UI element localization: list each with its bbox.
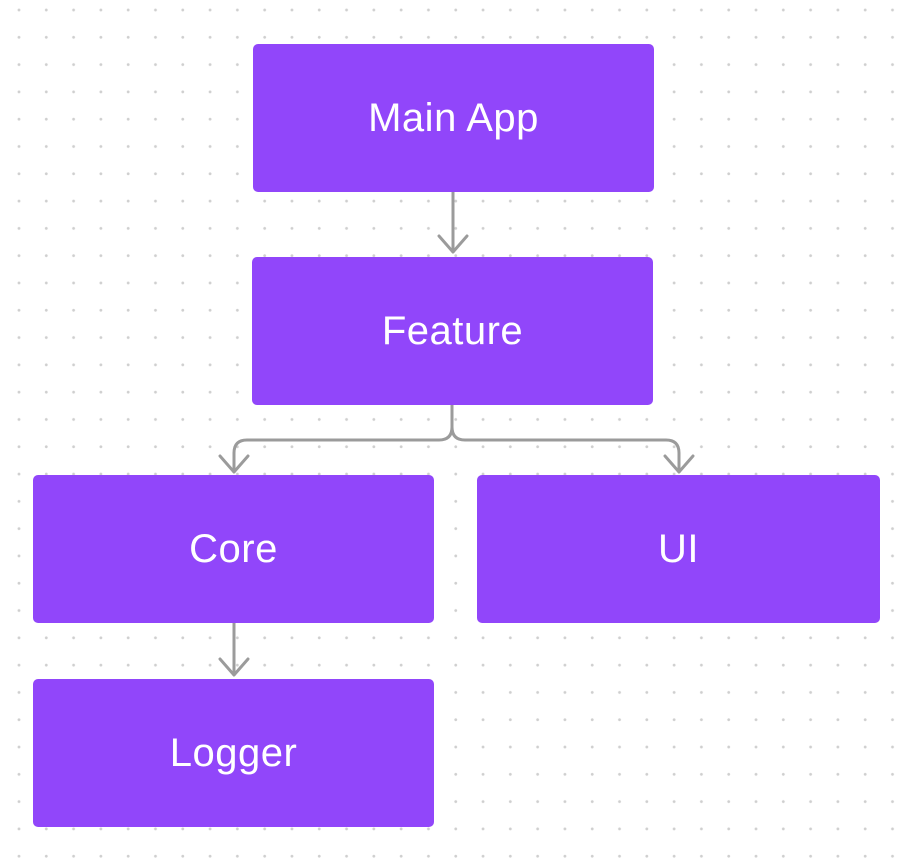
node-label: Main App <box>368 95 539 140</box>
edge-line[interactable] <box>232 403 454 472</box>
arrowhead-down-icon <box>218 657 250 677</box>
edge-main-app-to-feature[interactable] <box>437 190 469 254</box>
node-label: Logger <box>169 730 298 775</box>
node-logger[interactable]: Logger <box>33 679 434 827</box>
node-label: Feature <box>381 308 524 353</box>
node-label: UI <box>658 526 699 571</box>
edge-feature-to-core[interactable] <box>218 403 454 474</box>
node-feature[interactable]: Feature <box>252 257 653 405</box>
node-ui[interactable]: UI <box>477 475 880 623</box>
arrowhead-down-icon <box>437 234 469 254</box>
arrowhead-down-icon <box>218 454 250 474</box>
node-label: Core <box>189 526 278 571</box>
arrowhead-down-icon <box>663 454 695 474</box>
edge-core-to-logger[interactable] <box>218 621 250 677</box>
node-core[interactable]: Core <box>33 475 434 623</box>
edge-feature-to-ui[interactable] <box>450 403 695 474</box>
edge-line[interactable] <box>450 403 681 472</box>
node-main-app[interactable]: Main App <box>253 44 654 192</box>
